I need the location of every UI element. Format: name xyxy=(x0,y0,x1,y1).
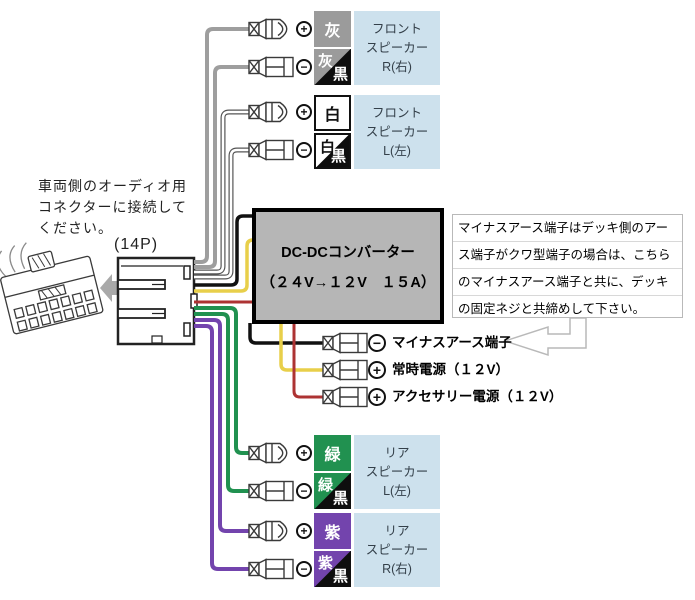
chip-black-text: 黒 xyxy=(332,66,348,83)
vehicle-note-line: 車両側のオーディオ用 xyxy=(38,178,188,194)
wire-purple-plus xyxy=(194,318,250,533)
speaker-box-line: スピーカー xyxy=(365,124,429,139)
wire-white-minus xyxy=(194,148,249,279)
wire-green-plus xyxy=(194,306,250,455)
speaker-box-line: R(右) xyxy=(382,561,412,576)
converter-spec: （２４V→１２V １５A） xyxy=(260,274,436,291)
crimp-terminal-icon xyxy=(322,359,368,381)
wire-color-chip-white: 白 xyxy=(314,95,351,131)
note-callout-arrow-icon xyxy=(502,317,587,357)
earth-terminal-note-box: マイナスアース端子はデッキ側のアー ス端子がクワ型端子の場合は、こちら のマイナ… xyxy=(452,214,683,318)
speaker-box-line: フロント xyxy=(371,21,422,36)
chip-color-text: 紫 xyxy=(318,555,334,572)
chip-black-text: 黒 xyxy=(332,490,348,507)
speaker-box-line: L(左) xyxy=(383,143,411,158)
crimp-terminal-icon xyxy=(248,442,288,464)
polarity-plus-badge: + xyxy=(296,523,312,539)
polarity-minus-badge: − xyxy=(368,334,386,352)
crimp-terminal-icon xyxy=(248,101,288,123)
crimp-terminal-icon xyxy=(248,139,294,161)
crimp-terminal-icon xyxy=(248,520,288,542)
note-line: ス端子がクワ型端子の場合は、こちら xyxy=(453,242,682,269)
speaker-box-line: リア xyxy=(384,523,410,538)
dcdc-converter-box: DC-DCコンバーター （２４V→１２V １５A） xyxy=(252,208,444,324)
wire-color-chip-green-black: 緑 黒 xyxy=(314,473,351,509)
crimp-terminal-icon xyxy=(248,480,294,502)
crimp-terminal-icon xyxy=(248,558,294,580)
wire-black-earth xyxy=(248,323,324,345)
speaker-box-rear-left: リア スピーカー L(左) xyxy=(354,435,440,509)
speaker-box-rear-right: リア スピーカー R(右) xyxy=(354,513,440,587)
wire-black-to-converter xyxy=(194,214,254,287)
crimp-terminal-icon xyxy=(248,18,288,40)
polarity-minus-badge: − xyxy=(296,483,312,499)
speaker-box-front-right: フロント スピーカー R(右) xyxy=(354,11,440,85)
speaker-box-line: スピーカー xyxy=(365,40,429,55)
terminal-label-accessory: アクセサリー電源（１２V） xyxy=(392,389,563,404)
connect-direction-arrow-icon xyxy=(100,274,122,302)
chip-color-text: 白 xyxy=(320,139,336,156)
chip-color-text: 緑 xyxy=(318,477,334,494)
chip-black-text: 黒 xyxy=(330,148,346,165)
wire-color-chip-gray: 灰 xyxy=(314,11,351,47)
wire-color-chip-purple: 紫 xyxy=(314,513,351,549)
polarity-plus-badge: + xyxy=(296,21,312,37)
polarity-plus-badge: + xyxy=(368,388,386,406)
vehicle-note-line: コネクターに接続して xyxy=(38,199,188,215)
speaker-box-front-left: フロント スピーカー L(左) xyxy=(354,95,440,169)
wire-color-chip-gray-black: 灰 黒 xyxy=(314,49,351,85)
polarity-minus-badge: − xyxy=(296,142,312,158)
terminal-label-earth: マイナスアース端子 xyxy=(392,335,512,350)
note-line: の固定ネジと共締めして下さい。 xyxy=(458,302,646,316)
polarity-plus-badge: + xyxy=(296,445,312,461)
chip-black-text: 黒 xyxy=(332,568,348,585)
wire-white-plus xyxy=(194,110,249,274)
polarity-plus-badge: + xyxy=(296,104,312,120)
wire-purple-minus xyxy=(194,324,250,571)
speaker-box-line: R(右) xyxy=(382,59,412,74)
crimp-terminal-icon xyxy=(322,386,368,408)
crimp-terminal-icon xyxy=(322,332,368,354)
polarity-plus-badge: + xyxy=(368,361,386,379)
vehicle-connector-drawing xyxy=(0,242,104,335)
wire-gray-minus xyxy=(194,65,249,269)
speaker-box-line: リア xyxy=(384,445,410,460)
wire-yellow-constant xyxy=(279,323,324,372)
vehicle-side-note: 車両側のオーディオ用 コネクターに接続して ください。 xyxy=(38,176,208,239)
speaker-box-line: L(左) xyxy=(383,483,411,498)
connector-pin-count-label: (14P) xyxy=(114,236,159,253)
harness-14p-connector xyxy=(116,256,198,346)
speaker-box-line: フロント xyxy=(371,105,422,120)
polarity-minus-badge: − xyxy=(296,59,312,75)
crimp-terminal-icon xyxy=(248,56,294,78)
wire-red-accessory xyxy=(292,323,324,399)
wire-color-chip-purple-black: 紫 黒 xyxy=(314,551,351,587)
wire-color-chip-green: 緑 xyxy=(314,435,351,471)
note-line: のマイナスアース端子と共に、デッキ xyxy=(453,269,682,296)
converter-name: DC-DCコンバーター xyxy=(281,244,415,261)
vehicle-note-line: ください。 xyxy=(38,220,113,236)
speaker-box-line: スピーカー xyxy=(365,542,429,557)
wire-green-minus xyxy=(194,312,250,493)
wire-color-chip-white-black: 白 黒 xyxy=(314,133,351,169)
polarity-minus-badge: − xyxy=(296,561,312,577)
terminal-label-constant: 常時電源（１２V） xyxy=(392,362,510,377)
note-line: マイナスアース端子はデッキ側のアー xyxy=(453,215,682,242)
speaker-box-line: スピーカー xyxy=(365,464,429,479)
wire-yellow-to-converter xyxy=(194,238,254,293)
wire-gray-plus xyxy=(194,27,249,264)
chip-color-text: 灰 xyxy=(318,53,334,70)
